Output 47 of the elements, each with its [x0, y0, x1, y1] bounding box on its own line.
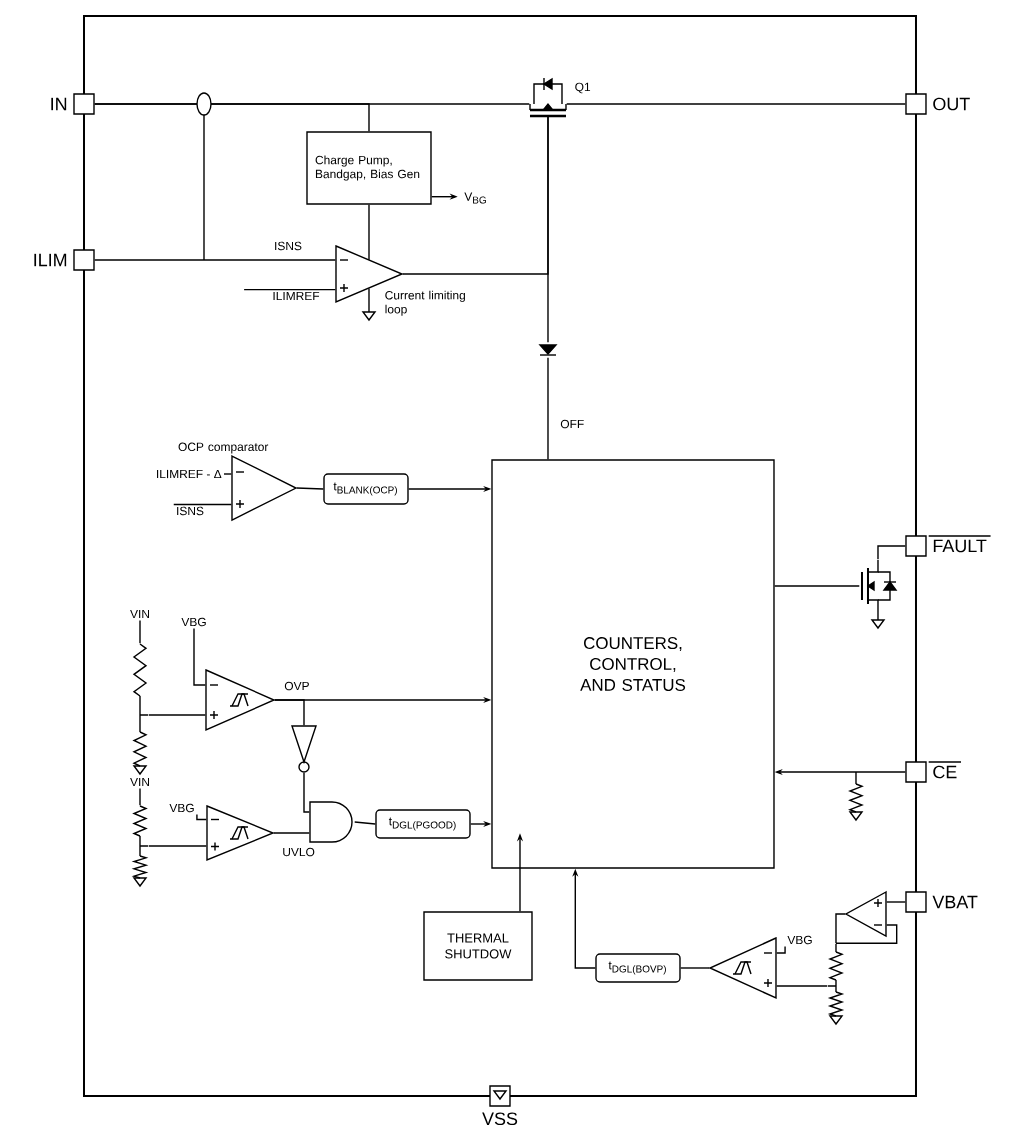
- wire: [354, 821, 376, 825]
- wire: [193, 627, 206, 686]
- block-box: COUNTERS, CONTROL, AND STATUS: [491, 459, 775, 869]
- wire: [680, 967, 710, 969]
- node-label: ILIM: [34, 253, 67, 267]
- wire: [835, 913, 846, 944]
- node-label: CE: [933, 765, 957, 779]
- pin-terminal: VSS: [482, 1085, 518, 1126]
- wire: [547, 116, 549, 343]
- wire: [774, 585, 860, 587]
- wire: [273, 832, 310, 834]
- wire: [148, 714, 206, 716]
- wire: [196, 813, 207, 821]
- wire: [835, 924, 898, 944]
- wire: [148, 845, 207, 847]
- pin-terminal: IN: [51, 93, 95, 115]
- node-label: OUT: [933, 97, 970, 111]
- wire: [243, 288, 336, 291]
- wire: [94, 103, 370, 132]
- wire: [303, 772, 310, 813]
- wire: [566, 103, 906, 105]
- node-label: FAULT: [933, 539, 987, 553]
- wire: [547, 357, 549, 460]
- wire: [139, 619, 141, 644]
- transistor-symbol: [528, 77, 568, 118]
- wire: [368, 204, 370, 261]
- wire: [173, 503, 232, 506]
- node-label: IN: [51, 97, 67, 111]
- wire: [223, 473, 232, 475]
- inverter-symbol: [291, 725, 317, 773]
- wire: [886, 901, 906, 903]
- pin-terminal: VBAT: [905, 891, 978, 913]
- wire: [877, 545, 906, 560]
- logic-gate: [309, 801, 353, 843]
- wire: [274, 699, 305, 726]
- wire: [139, 787, 141, 806]
- pin-terminal: OUT: [905, 93, 970, 115]
- wire: [776, 985, 828, 987]
- pin-terminal: FAULT: [905, 535, 992, 557]
- node-label: VSS: [482, 1112, 518, 1126]
- node-label: VBAT: [932, 895, 978, 909]
- wire: [296, 487, 324, 490]
- wire: [94, 259, 336, 261]
- wire: [776, 945, 786, 954]
- transistor-symbol: [861, 559, 898, 613]
- pin-terminal: ILIM: [34, 249, 95, 271]
- pin-terminal: CE: [905, 761, 962, 783]
